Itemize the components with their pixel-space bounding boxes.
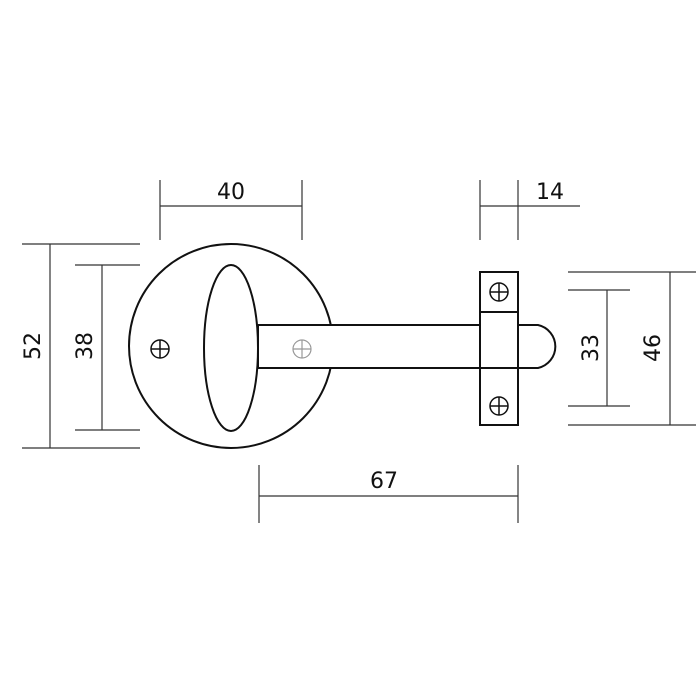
dimension-label: 14 (536, 180, 564, 205)
dimension-keeper-inner-height: 33 (568, 289, 630, 407)
dimension-label: 52 (21, 332, 46, 360)
keeper-bottom-screw-icon (489, 396, 509, 416)
dimension-bolt-length: 67 (258, 465, 519, 523)
dimension-label: 38 (73, 332, 98, 360)
dimension-keeper-width: 14 (479, 180, 580, 240)
dimension-label: 67 (370, 469, 398, 494)
dimension-rosette-height: 52 (21, 243, 140, 449)
bolt-screw-icon (292, 339, 312, 359)
keeper-top-screw-icon (489, 282, 509, 302)
dimension-label: 33 (579, 334, 604, 362)
plate-screw-icon (150, 339, 170, 359)
dimension-keeper-outer-height: 46 (568, 271, 696, 426)
keeper-body (479, 311, 519, 369)
dimension-label: 46 (641, 334, 666, 362)
oval-handle (203, 264, 259, 432)
dimension-rosette-width: 40 (159, 180, 303, 240)
dimension-handle-height: 38 (73, 264, 140, 431)
dimension-label: 40 (217, 180, 245, 205)
